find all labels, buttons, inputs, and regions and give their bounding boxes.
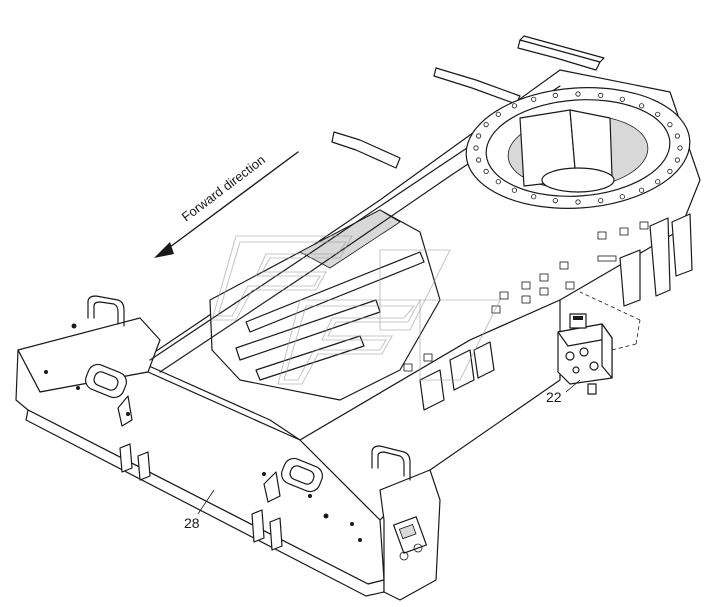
lifting-handles bbox=[87, 295, 411, 481]
turntable-ring bbox=[465, 87, 691, 209]
ring-bolt-hole bbox=[495, 111, 501, 117]
ring-bolt-hole bbox=[531, 194, 537, 200]
ring-bolt-hole bbox=[638, 103, 645, 109]
ring-bolt-hole bbox=[598, 198, 604, 204]
ring-bolt-hole bbox=[475, 157, 482, 163]
end-fittings bbox=[392, 516, 428, 561]
ring-bolt-holes bbox=[473, 91, 683, 205]
ring-bolt-hole bbox=[619, 96, 625, 102]
ring-bolt-hole bbox=[674, 157, 681, 163]
valve-block bbox=[557, 291, 641, 395]
ring-bolt-hole bbox=[483, 122, 489, 128]
callout-28-label: 28 bbox=[184, 515, 200, 531]
forward-direction-arrow bbox=[154, 151, 299, 258]
callout-28-leader bbox=[197, 489, 215, 515]
callout-22-label: 22 bbox=[546, 389, 562, 405]
ring-bolt-hole bbox=[667, 122, 673, 128]
ring-bolt-hole bbox=[511, 103, 518, 109]
watermark-logo bbox=[211, 235, 501, 385]
ring-bolt-hole bbox=[598, 92, 604, 99]
ring-bolt-hole bbox=[552, 198, 558, 204]
ring-bolt-hole bbox=[483, 168, 489, 174]
ring-bolt-hole bbox=[655, 179, 661, 185]
ring-bolt-hole bbox=[475, 133, 482, 139]
side-cutouts bbox=[44, 323, 362, 542]
right-brackets bbox=[619, 213, 693, 307]
ring-bolt-hole bbox=[531, 96, 537, 102]
ring-bolt-hole bbox=[511, 187, 518, 193]
ring-bolt-hole bbox=[575, 199, 581, 205]
ring-bolt-hole bbox=[638, 187, 645, 193]
ring-bolt-hole bbox=[473, 145, 479, 151]
ring-bolt-hole bbox=[655, 111, 661, 117]
plate-bolt-pattern bbox=[403, 221, 649, 372]
rear-arms bbox=[331, 35, 605, 169]
ring-bolt-hole bbox=[575, 91, 581, 97]
ring-bolt-hole bbox=[495, 179, 501, 185]
callout-22-leader bbox=[565, 379, 581, 393]
ring-bolt-hole bbox=[674, 133, 681, 139]
ring-bolt-hole bbox=[619, 194, 625, 200]
ring-bolt-hole bbox=[677, 145, 683, 151]
ring-bolt-hole bbox=[552, 92, 558, 99]
forward-direction-label: Forward direction bbox=[179, 152, 268, 224]
ring-bolt-hole bbox=[667, 168, 673, 174]
